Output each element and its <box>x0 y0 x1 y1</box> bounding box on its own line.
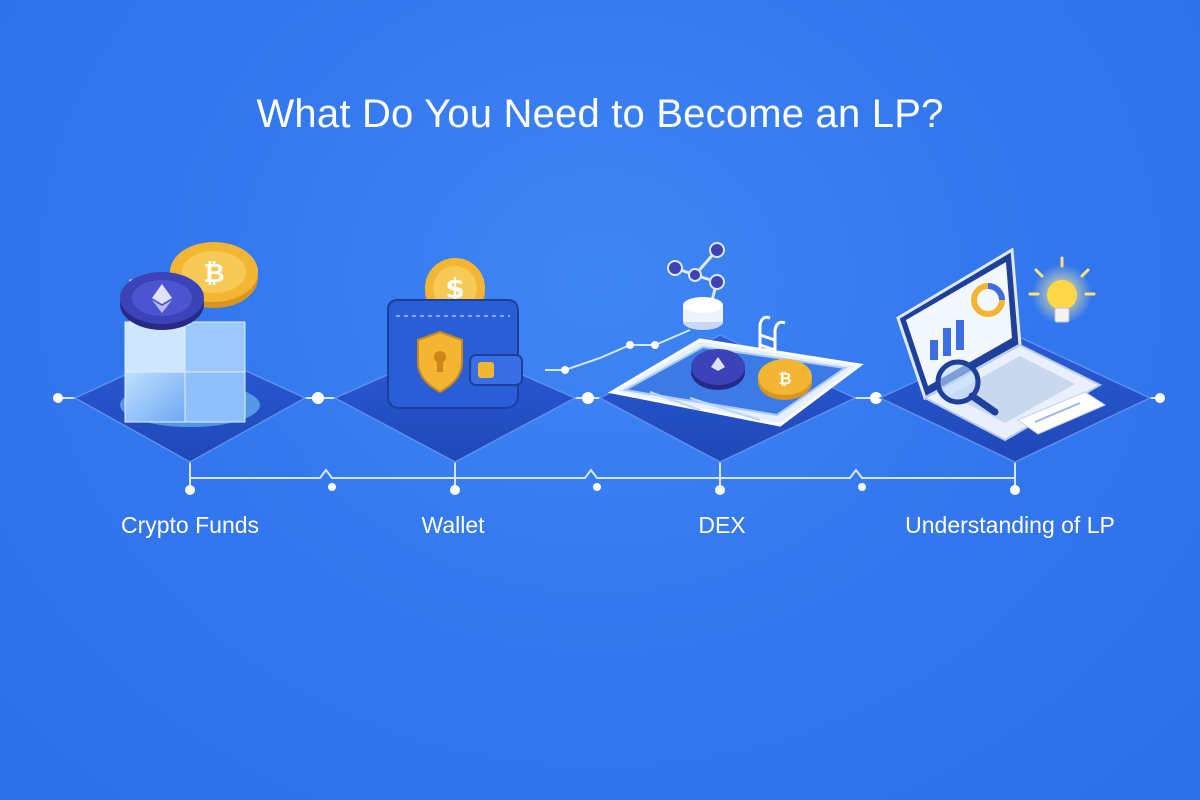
crypto-funds-icon: ₿ <box>120 242 260 427</box>
timeline-nodes <box>53 341 1165 495</box>
svg-text:₿: ₿ <box>203 259 224 289</box>
svg-text:$: $ <box>445 272 464 305</box>
page-title: What Do You Need to Become an LP? <box>256 92 944 136</box>
laptop-analytics-icon <box>896 247 1107 442</box>
dex-pool-icon: ₿ <box>607 242 864 427</box>
step-label-wallet: Wallet <box>421 512 485 538</box>
step-label-crypto-funds: Crypto Funds <box>120 512 260 538</box>
step-label-understanding: Understanding of LP <box>905 512 1115 538</box>
wallet-icon: $ <box>387 258 523 409</box>
connector-lines <box>189 329 1016 490</box>
step-label-dex: DEX <box>698 512 746 538</box>
svg-text:₿: ₿ <box>778 369 791 388</box>
